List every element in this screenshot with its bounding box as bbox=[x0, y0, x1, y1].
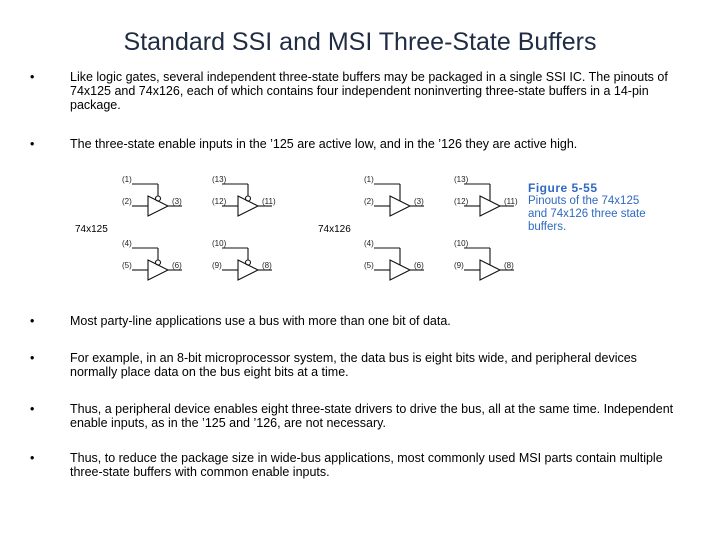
pin-label-enable: (4) bbox=[122, 239, 132, 248]
pin-label-enable: (13) bbox=[212, 175, 227, 184]
pin-label-output: (6) bbox=[172, 261, 182, 270]
pin-label-output: (8) bbox=[262, 261, 272, 270]
bullet-item: • The three-state enable inputs in the ’… bbox=[30, 137, 680, 153]
pin-label-enable: (1) bbox=[364, 175, 374, 184]
bullet-text: For example, in an 8-bit microprocessor … bbox=[70, 351, 637, 379]
pin-label-enable: (10) bbox=[454, 239, 469, 248]
bullet-text: Thus, a peripheral device enables eight … bbox=[70, 402, 674, 430]
pin-label-output: (11) bbox=[504, 197, 518, 206]
bullet-dot: • bbox=[30, 402, 35, 416]
pin-label-input: (5) bbox=[364, 261, 374, 270]
buffer-triangle bbox=[237, 195, 260, 217]
bullet-text: Like logic gates, several independent th… bbox=[70, 70, 668, 112]
pin-label-enable: (1) bbox=[122, 175, 132, 184]
chip-label-74x125: 74x125 bbox=[75, 224, 108, 235]
buffer-triangle bbox=[147, 195, 170, 217]
pin-label-enable: (10) bbox=[212, 239, 227, 248]
buffer-triangle bbox=[147, 259, 170, 281]
pin-label-input: (2) bbox=[122, 197, 132, 206]
chip-label-74x126: 74x126 bbox=[318, 224, 351, 235]
pin-label-input: (12) bbox=[454, 197, 469, 206]
pinout-diagram: (1) (2) (3) (13) (12) (11) (4) (5) (6) (10) (9) (8)… bbox=[75, 175, 518, 281]
bullet-dot: • bbox=[30, 70, 35, 84]
pin-label-output: (3) bbox=[414, 197, 424, 206]
pin-label-output: (8) bbox=[504, 261, 514, 270]
bullet-dot: • bbox=[30, 351, 35, 365]
inversion-bubble bbox=[154, 195, 162, 202]
pin-label-input: (9) bbox=[454, 261, 464, 270]
pin-label-enable: (13) bbox=[454, 175, 469, 184]
bullet-item: • Like logic gates, several independent … bbox=[30, 70, 680, 114]
bullet-text: Thus, to reduce the package size in wide… bbox=[70, 451, 663, 479]
inversion-bubble bbox=[244, 259, 252, 266]
pin-label-input: (9) bbox=[212, 261, 222, 270]
buffer-pinout-figure: (1) (2) (3) (13) (12) (11) (4) (5) (6) (10) (9) (8)… bbox=[60, 168, 660, 290]
bullet-dot: • bbox=[30, 451, 35, 465]
bullet-item: • Most party-line applications use a bus… bbox=[30, 314, 680, 330]
caption-text: Pinouts of the 74x125 and 74x126 three s… bbox=[528, 195, 646, 233]
figure-caption: Figure 5-55 Pinouts of the 74x125 and 74… bbox=[528, 182, 658, 234]
inversion-bubble bbox=[154, 259, 162, 266]
pin-label-input: (2) bbox=[364, 197, 374, 206]
bullet-dot: • bbox=[30, 137, 35, 151]
caption-title: Figure 5-55 bbox=[528, 181, 598, 195]
pin-label-output: (3) bbox=[172, 197, 182, 206]
pin-label-input: (12) bbox=[212, 197, 227, 206]
bullet-text: The three-state enable inputs in the ’12… bbox=[70, 137, 578, 151]
bullet-item: • Thus, to reduce the package size in wi… bbox=[30, 451, 680, 481]
pin-label-input: (5) bbox=[122, 261, 132, 270]
buffer-triangle bbox=[237, 259, 260, 281]
pin-label-output: (6) bbox=[414, 261, 424, 270]
bullet-dot: • bbox=[30, 314, 35, 328]
slide-title: Standard SSI and MSI Three-State Buffers bbox=[123, 28, 597, 56]
bullet-item: • Thus, a peripheral device enables eigh… bbox=[30, 402, 680, 432]
pin-label-enable: (4) bbox=[364, 239, 374, 248]
inversion-bubble bbox=[244, 195, 252, 202]
bullet-text: Most party-line applications use a bus w… bbox=[70, 314, 451, 328]
pin-label-output: (11) bbox=[262, 197, 276, 206]
bullet-item: • For example, in an 8-bit microprocesso… bbox=[30, 351, 680, 381]
